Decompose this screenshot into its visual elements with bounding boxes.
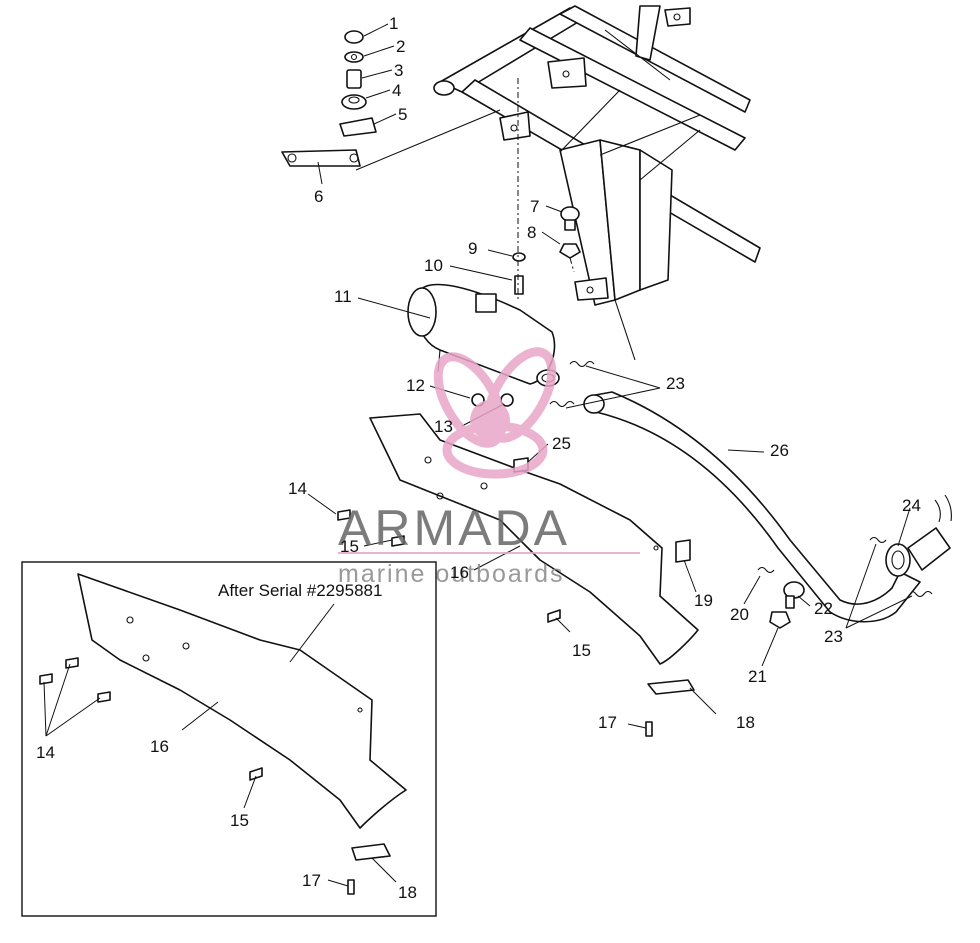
callout-c1: 1	[389, 14, 398, 33]
callout-c7: 7	[530, 197, 539, 216]
head-pipe	[583, 391, 952, 629]
callout-c14: 14	[288, 479, 307, 498]
callout-c13: 13	[434, 417, 453, 436]
callout-c24: 24	[902, 496, 921, 515]
callout-i16: 16	[150, 737, 169, 756]
callout-i15: 15	[230, 811, 249, 830]
inset-title: After Serial #2295881	[218, 581, 382, 600]
callout-c23a: 23	[666, 374, 685, 393]
callout-c19: 19	[694, 591, 713, 610]
callout-i17: 17	[302, 871, 321, 890]
vehicle-frame	[433, 5, 761, 361]
callout-i18: 18	[398, 883, 417, 902]
muffler	[407, 283, 560, 407]
watermark-brand: ARMADA	[338, 500, 570, 556]
propeller-hub-icon	[470, 400, 510, 440]
armada-watermark: ARMADA marine outboards	[338, 347, 640, 588]
propeller-logo	[433, 347, 557, 479]
callout-c4: 4	[392, 81, 401, 100]
callout-i14: 14	[36, 743, 55, 762]
callout-c9: 9	[468, 239, 477, 258]
callout-c15b: 15	[572, 641, 591, 660]
callout-c10: 10	[424, 256, 443, 275]
propeller-blade-icon	[433, 352, 507, 448]
leader-lines	[43, 23, 913, 887]
callout-c6: 6	[314, 187, 323, 206]
callout-c20: 20	[730, 605, 749, 624]
callout-c18: 18	[736, 713, 755, 732]
callout-c17: 17	[598, 713, 617, 732]
callout-c8: 8	[527, 223, 536, 242]
callout-c5: 5	[398, 105, 407, 124]
watermark-tagline: marine outboards	[338, 560, 565, 588]
callout-c26: 26	[770, 441, 789, 460]
mount-bolts	[512, 78, 581, 300]
callout-c2: 2	[396, 37, 405, 56]
callout-c25: 25	[552, 434, 571, 453]
callout-c16: 16	[450, 563, 469, 582]
callout-c11: 11	[334, 287, 352, 306]
inset-panel	[21, 561, 437, 917]
callout-c12: 12	[406, 376, 425, 395]
mount-hardware-stack	[281, 30, 501, 171]
callout-c3: 3	[394, 61, 403, 80]
callout-c23b: 23	[824, 627, 843, 646]
callout-c22: 22	[814, 599, 833, 618]
callout-c15a: 15	[340, 537, 359, 556]
callout-c21: 21	[748, 667, 767, 686]
